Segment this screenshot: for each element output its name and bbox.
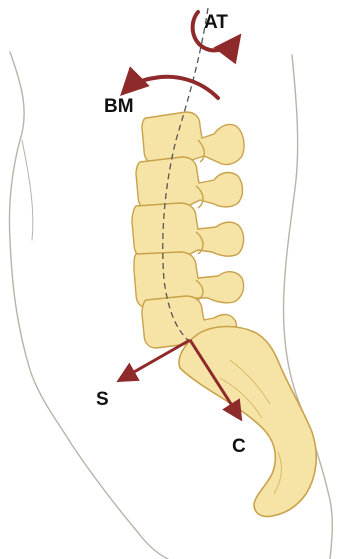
vertebra-l1 xyxy=(142,112,244,165)
lumbar-vertebrae xyxy=(132,112,244,348)
bending-moment-arrow xyxy=(124,77,218,98)
compression-force-label: C xyxy=(232,436,246,457)
shear-force-label: S xyxy=(96,389,109,410)
axial-rotation-label: AT xyxy=(204,12,228,33)
inner-back-line xyxy=(22,140,33,240)
vertebra-l3 xyxy=(132,203,244,258)
bending-moment-label: BM xyxy=(104,96,134,117)
